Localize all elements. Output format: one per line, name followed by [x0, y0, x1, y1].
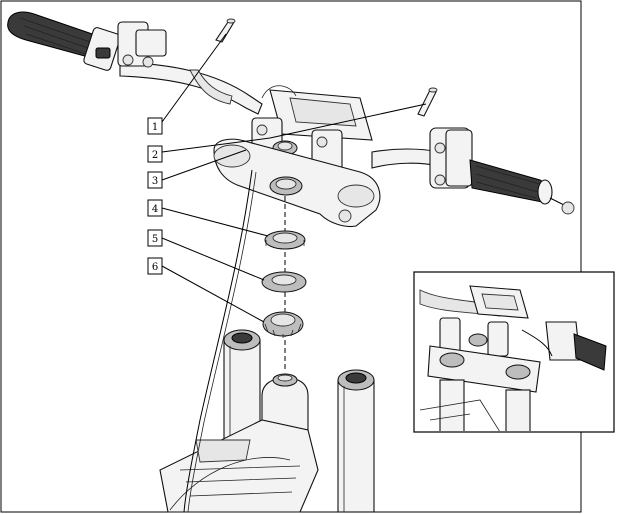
left-grip	[7, 11, 167, 71]
callout-1: 1	[147, 33, 227, 135]
handlebar-bolts	[215, 18, 438, 117]
callout-5: 5	[147, 229, 265, 281]
right-fork-tube	[337, 369, 375, 513]
callout-1-label: 1	[152, 122, 158, 133]
assembled-steering-detail-icon	[413, 271, 615, 433]
handlebar	[119, 61, 441, 169]
callout-6: 6	[147, 257, 265, 323]
callout-4-label: 4	[152, 204, 158, 215]
callout-5-label: 5	[152, 234, 158, 245]
right-grip	[429, 127, 575, 215]
frame-head-tube	[159, 373, 319, 513]
callout-3-label: 3	[152, 176, 158, 187]
ring-nut	[264, 230, 306, 250]
callout-2-label: 2	[152, 150, 158, 161]
callout-6-label: 6	[152, 262, 158, 273]
callout-2: 2	[147, 103, 427, 163]
upper-triple-clamp	[213, 138, 381, 228]
callout-4: 4	[147, 199, 269, 237]
dust-seal	[261, 271, 307, 293]
cable	[183, 169, 253, 513]
upper-bearing	[262, 311, 304, 338]
callout-3: 3	[147, 149, 247, 189]
